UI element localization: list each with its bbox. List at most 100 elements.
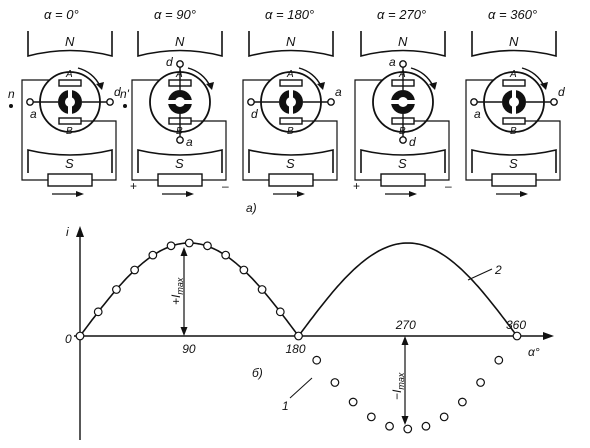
terminal-right-label: a bbox=[335, 85, 342, 99]
curve-1-point bbox=[512, 331, 522, 341]
terminal-left bbox=[470, 98, 478, 106]
north-pole bbox=[137, 31, 223, 58]
curve-1-point bbox=[403, 424, 413, 434]
curve-1-point bbox=[312, 355, 322, 365]
curve-1-point bbox=[221, 250, 231, 260]
wire-left bbox=[242, 79, 271, 181]
rotation-arrowhead bbox=[540, 82, 548, 90]
angle-label: α = 180° bbox=[265, 7, 314, 22]
curve-1-point bbox=[476, 378, 485, 387]
curve-1-point bbox=[112, 285, 121, 294]
tick-label-270: 270 bbox=[395, 318, 416, 332]
pole-s-label: S bbox=[65, 156, 74, 171]
sign-left: + bbox=[353, 179, 360, 193]
commutator-gap bbox=[166, 100, 194, 104]
terminal-left-label: a bbox=[474, 107, 481, 121]
north-pole bbox=[360, 31, 446, 58]
pole-n-label: N bbox=[65, 34, 75, 49]
terminal-right-label: d bbox=[114, 85, 121, 99]
y-axis-label: i bbox=[66, 225, 69, 239]
curve-2-rectified bbox=[79, 242, 518, 338]
angle-label: α = 360° bbox=[488, 7, 537, 22]
terminal-top bbox=[399, 60, 407, 68]
imax-arrows bbox=[180, 247, 409, 425]
wire-left bbox=[131, 79, 160, 181]
load-resistor bbox=[268, 173, 314, 187]
south-pole bbox=[471, 148, 557, 173]
terminal-left bbox=[26, 98, 34, 106]
commutator-gap bbox=[389, 100, 417, 104]
caption-b: б) bbox=[252, 366, 263, 380]
curve-2-leader bbox=[467, 268, 493, 281]
terminal-top bbox=[176, 60, 184, 68]
curve-1-point bbox=[203, 241, 212, 251]
current-arrowhead bbox=[520, 191, 528, 197]
x-axis-arrow bbox=[543, 332, 554, 340]
current-arrowhead bbox=[76, 191, 84, 197]
curve-1-point bbox=[239, 265, 249, 275]
load-resistor bbox=[157, 173, 203, 187]
curve-1-point bbox=[385, 421, 394, 431]
south-pole bbox=[137, 148, 223, 173]
brush-a bbox=[58, 79, 82, 87]
curve-1-leader bbox=[289, 377, 313, 399]
brush-b-label: B bbox=[510, 126, 517, 137]
terminal-bottom-label: d bbox=[409, 135, 416, 149]
minus-imax-arrow bbox=[401, 336, 409, 425]
terminal-right bbox=[106, 98, 114, 106]
caption-a: а) bbox=[246, 201, 257, 215]
terminal-right bbox=[327, 98, 335, 106]
current-arrowhead bbox=[186, 191, 194, 197]
pole-n-label: N bbox=[509, 34, 519, 49]
curve-1-point bbox=[366, 412, 376, 422]
brush-a-label: A bbox=[175, 69, 183, 80]
wire-right bbox=[302, 120, 338, 181]
pole-n-label: N bbox=[398, 34, 408, 49]
curve-1-point bbox=[93, 307, 103, 317]
wire-right bbox=[525, 120, 561, 181]
south-pole bbox=[360, 148, 446, 173]
curve-1-point bbox=[184, 238, 194, 248]
tick-label-90: 90 bbox=[182, 342, 196, 356]
curve-1-point bbox=[421, 421, 431, 431]
brush-a-label: A bbox=[509, 69, 517, 80]
curve-1-point bbox=[457, 397, 467, 407]
terminal-left-label: a bbox=[30, 107, 37, 121]
curve-1-alternating bbox=[75, 238, 522, 434]
north-pole bbox=[27, 31, 113, 58]
plus-imax-arrow bbox=[180, 247, 188, 336]
wire-left bbox=[354, 79, 383, 181]
x-axis-label: α° bbox=[528, 345, 540, 359]
angle-label: α = 90° bbox=[154, 7, 196, 22]
pole-n-label: N bbox=[175, 34, 185, 49]
brush-b-label: B bbox=[287, 126, 294, 137]
pole-s-label: S bbox=[398, 156, 407, 171]
curve-1-point bbox=[75, 331, 85, 341]
angle-label: α = 0° bbox=[44, 7, 79, 22]
tick-label-180: 180 bbox=[286, 342, 306, 356]
rotation-arrowhead bbox=[96, 82, 104, 90]
minus-imax-label: −Imax bbox=[390, 372, 406, 400]
wire-left bbox=[21, 79, 50, 181]
terminal-bottom-label: a bbox=[186, 135, 193, 149]
terminal-bottom bbox=[399, 136, 407, 144]
north-pole bbox=[248, 31, 334, 58]
rotation-arrowhead bbox=[429, 82, 437, 90]
curve-1-point bbox=[130, 265, 140, 275]
external-n-prime-dot bbox=[123, 104, 127, 108]
terminal-right-label: d bbox=[558, 85, 565, 99]
commutator-gap bbox=[68, 88, 72, 116]
brush-a bbox=[279, 79, 303, 87]
curve-1-point bbox=[257, 285, 267, 294]
wire-left bbox=[465, 79, 494, 181]
terminal-bottom bbox=[176, 136, 184, 144]
angle-label: α = 270° bbox=[377, 7, 426, 22]
commutator-gap bbox=[289, 88, 293, 116]
pole-n-label: N bbox=[286, 34, 296, 49]
